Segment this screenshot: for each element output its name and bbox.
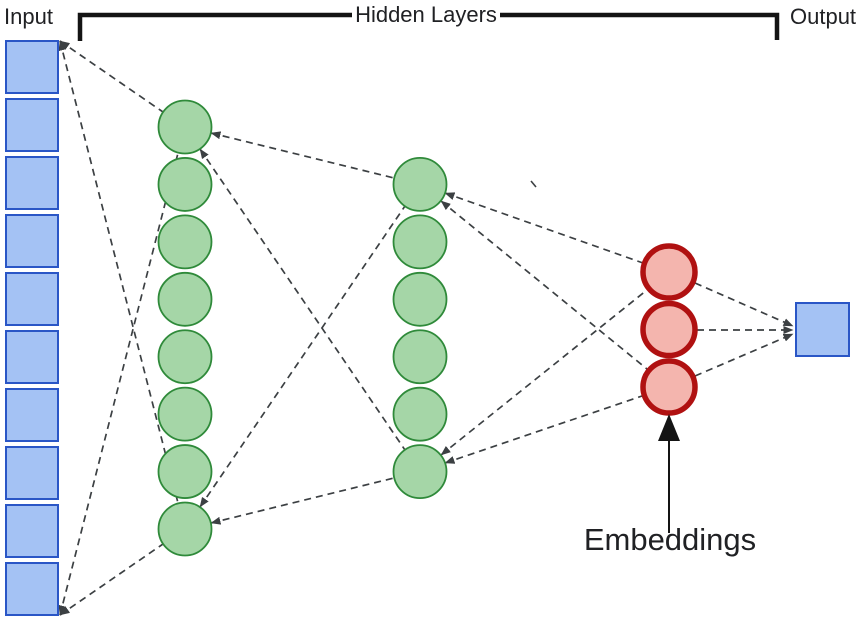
connector-line xyxy=(444,192,644,264)
hidden-layers-bracket xyxy=(77,12,780,41)
hidden1-node xyxy=(157,501,213,557)
connector-line xyxy=(694,282,794,327)
input-node xyxy=(5,562,59,616)
connector-line xyxy=(210,477,395,525)
hidden1-node xyxy=(157,444,213,499)
hidden1-node xyxy=(157,271,213,327)
input-node xyxy=(5,504,59,558)
hidden1-node xyxy=(157,386,213,442)
hidden2-node xyxy=(392,156,448,212)
input-layer-label: Input xyxy=(4,4,53,29)
hidden1-node xyxy=(157,99,213,155)
connector-line xyxy=(59,543,164,616)
embedding-node xyxy=(640,243,698,301)
connector-line xyxy=(440,200,648,370)
embeddings-arrow-head xyxy=(658,414,680,441)
output-layer-label: Output xyxy=(790,4,857,29)
input-node xyxy=(5,98,59,152)
connector-line xyxy=(694,333,794,377)
connector-line xyxy=(59,40,164,113)
embedding-node xyxy=(640,358,698,416)
output-node xyxy=(795,302,850,357)
embedding-node xyxy=(640,300,698,359)
hidden2-node xyxy=(392,214,448,270)
connector-line xyxy=(199,148,406,451)
stray-mark xyxy=(530,180,537,188)
input-node xyxy=(5,446,59,500)
connector-line xyxy=(58,152,179,616)
hidden-layers-label: Hidden Layers xyxy=(355,2,497,27)
embeddings-label: Embeddings xyxy=(583,522,757,557)
input-node xyxy=(5,388,59,442)
connector-line xyxy=(210,131,395,179)
hidden1-node xyxy=(157,329,213,385)
hidden1-node xyxy=(157,157,213,212)
input-node xyxy=(5,272,59,326)
connector-line xyxy=(444,395,643,464)
hidden1-node xyxy=(157,214,213,270)
input-node xyxy=(5,40,59,94)
hidden2-node xyxy=(392,386,448,442)
hidden2-node xyxy=(392,271,448,327)
input-node xyxy=(5,214,59,268)
connector-line xyxy=(58,40,179,504)
connector-line xyxy=(199,205,406,508)
input-node xyxy=(5,330,59,384)
hidden2-node xyxy=(392,444,448,500)
connector-line xyxy=(440,289,648,456)
hidden2-node xyxy=(392,329,448,385)
input-node xyxy=(5,156,59,210)
